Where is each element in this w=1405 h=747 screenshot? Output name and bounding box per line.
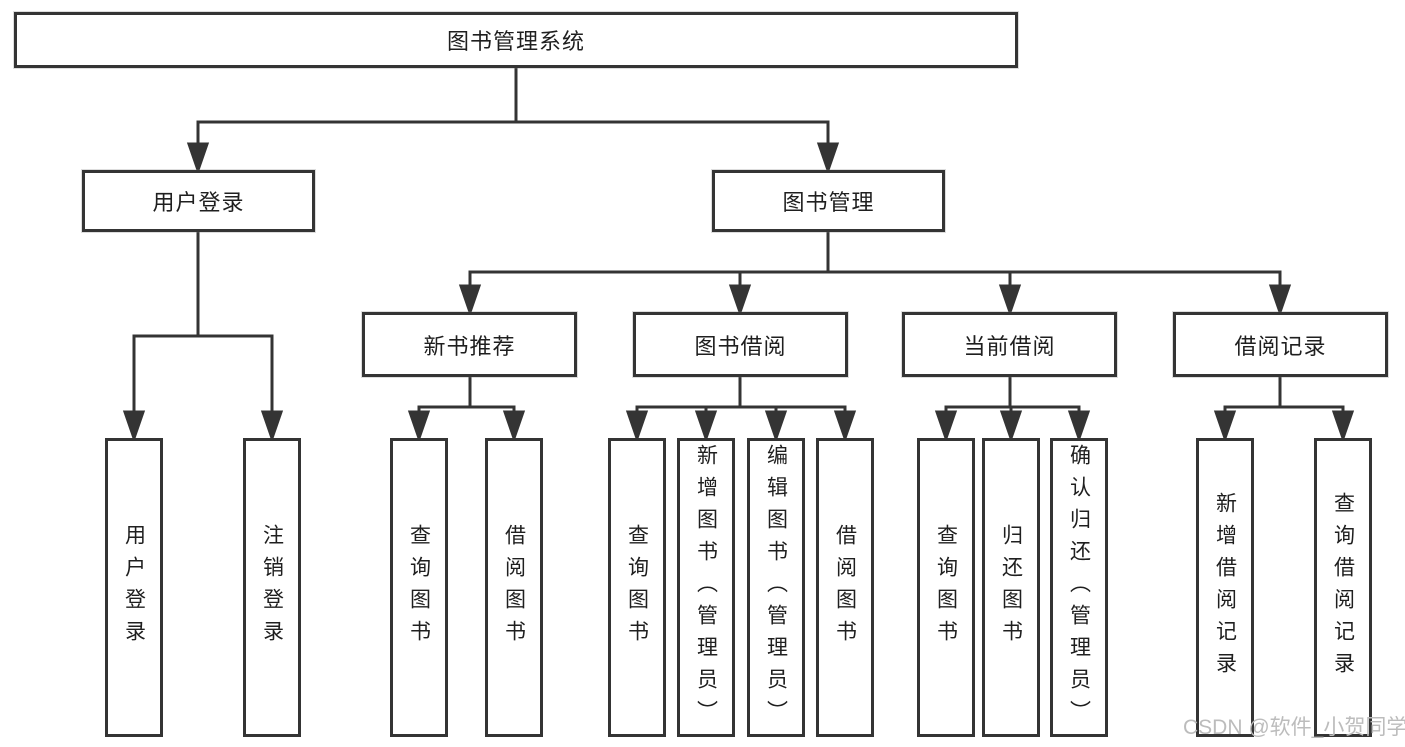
node-current-query-books-label: 查询图书 xyxy=(934,523,958,652)
node-current-borrowing: 当前借阅 xyxy=(902,312,1117,377)
node-recommend-query-books-label: 查询图书 xyxy=(407,523,431,652)
node-recommend-borrow-books: 借阅图书 xyxy=(485,438,543,737)
node-borrowing-borrow-books: 借阅图书 xyxy=(816,438,874,737)
connector-user-login-branch xyxy=(122,230,284,443)
node-current-confirm-return-admin: 确认归还（管理员） xyxy=(1050,438,1108,737)
csdn-watermark: CSDN @软件_小贺同学 xyxy=(1183,716,1405,739)
node-borrowing-borrow-books-label: 借阅图书 xyxy=(833,523,857,652)
node-recommend-query-books: 查询图书 xyxy=(390,438,448,737)
node-borrowing-edit-books-admin-label: 编辑图书（管理员） xyxy=(764,443,788,732)
node-logout-action-label: 注销登录 xyxy=(260,523,284,652)
node-current-borrowing-label: 当前借阅 xyxy=(963,333,1056,359)
node-user-login-label: 用户登录 xyxy=(152,190,245,215)
node-records-query-record-label: 查询借阅记录 xyxy=(1331,491,1355,684)
node-user-login-action: 用户登录 xyxy=(105,438,163,737)
node-records-add-record: 新增借阅记录 xyxy=(1196,438,1254,737)
connector-new-book-recommend-branch xyxy=(407,375,526,443)
node-logout-action: 注销登录 xyxy=(243,438,301,737)
node-book-management-label: 图书管理 xyxy=(782,190,875,215)
node-borrowing-records: 借阅记录 xyxy=(1173,312,1388,377)
node-records-query-record: 查询借阅记录 xyxy=(1314,438,1372,737)
connector-current-borrowing-branch xyxy=(934,375,1091,443)
node-new-book-recommend: 新书推荐 xyxy=(362,312,577,377)
connector-book-management-branch xyxy=(458,230,1292,317)
node-user-login-action-label: 用户登录 xyxy=(122,523,146,652)
node-current-confirm-return-admin-label: 确认归还（管理员） xyxy=(1067,443,1091,732)
node-borrowing-records-label: 借阅记录 xyxy=(1234,333,1327,359)
node-book-borrowing-label: 图书借阅 xyxy=(694,333,787,359)
node-borrowing-query-books-label: 查询图书 xyxy=(625,523,649,652)
node-book-borrowing: 图书借阅 xyxy=(633,312,848,377)
node-current-return-books: 归还图书 xyxy=(982,438,1040,737)
node-borrowing-add-books-admin: 新增图书（管理员） xyxy=(677,438,735,737)
node-new-book-recommend-label: 新书推荐 xyxy=(423,333,516,359)
node-recommend-borrow-books-label: 借阅图书 xyxy=(502,523,526,652)
node-current-query-books: 查询图书 xyxy=(917,438,975,737)
connector-book-borrowing-branch xyxy=(625,375,857,443)
node-borrowing-add-books-admin-label: 新增图书（管理员） xyxy=(694,443,718,732)
node-user-login: 用户登录 xyxy=(82,170,315,232)
connector-root-to-level2 xyxy=(186,66,840,175)
node-current-return-books-label: 归还图书 xyxy=(999,523,1023,652)
node-root-system: 图书管理系统 xyxy=(14,12,1018,68)
node-root-system-label: 图书管理系统 xyxy=(446,29,585,54)
connector-borrowing-records-branch xyxy=(1213,375,1355,443)
node-book-management: 图书管理 xyxy=(712,170,945,232)
node-records-add-record-label: 新增借阅记录 xyxy=(1213,491,1237,684)
node-borrowing-query-books: 查询图书 xyxy=(608,438,666,737)
node-borrowing-edit-books-admin: 编辑图书（管理员） xyxy=(747,438,805,737)
